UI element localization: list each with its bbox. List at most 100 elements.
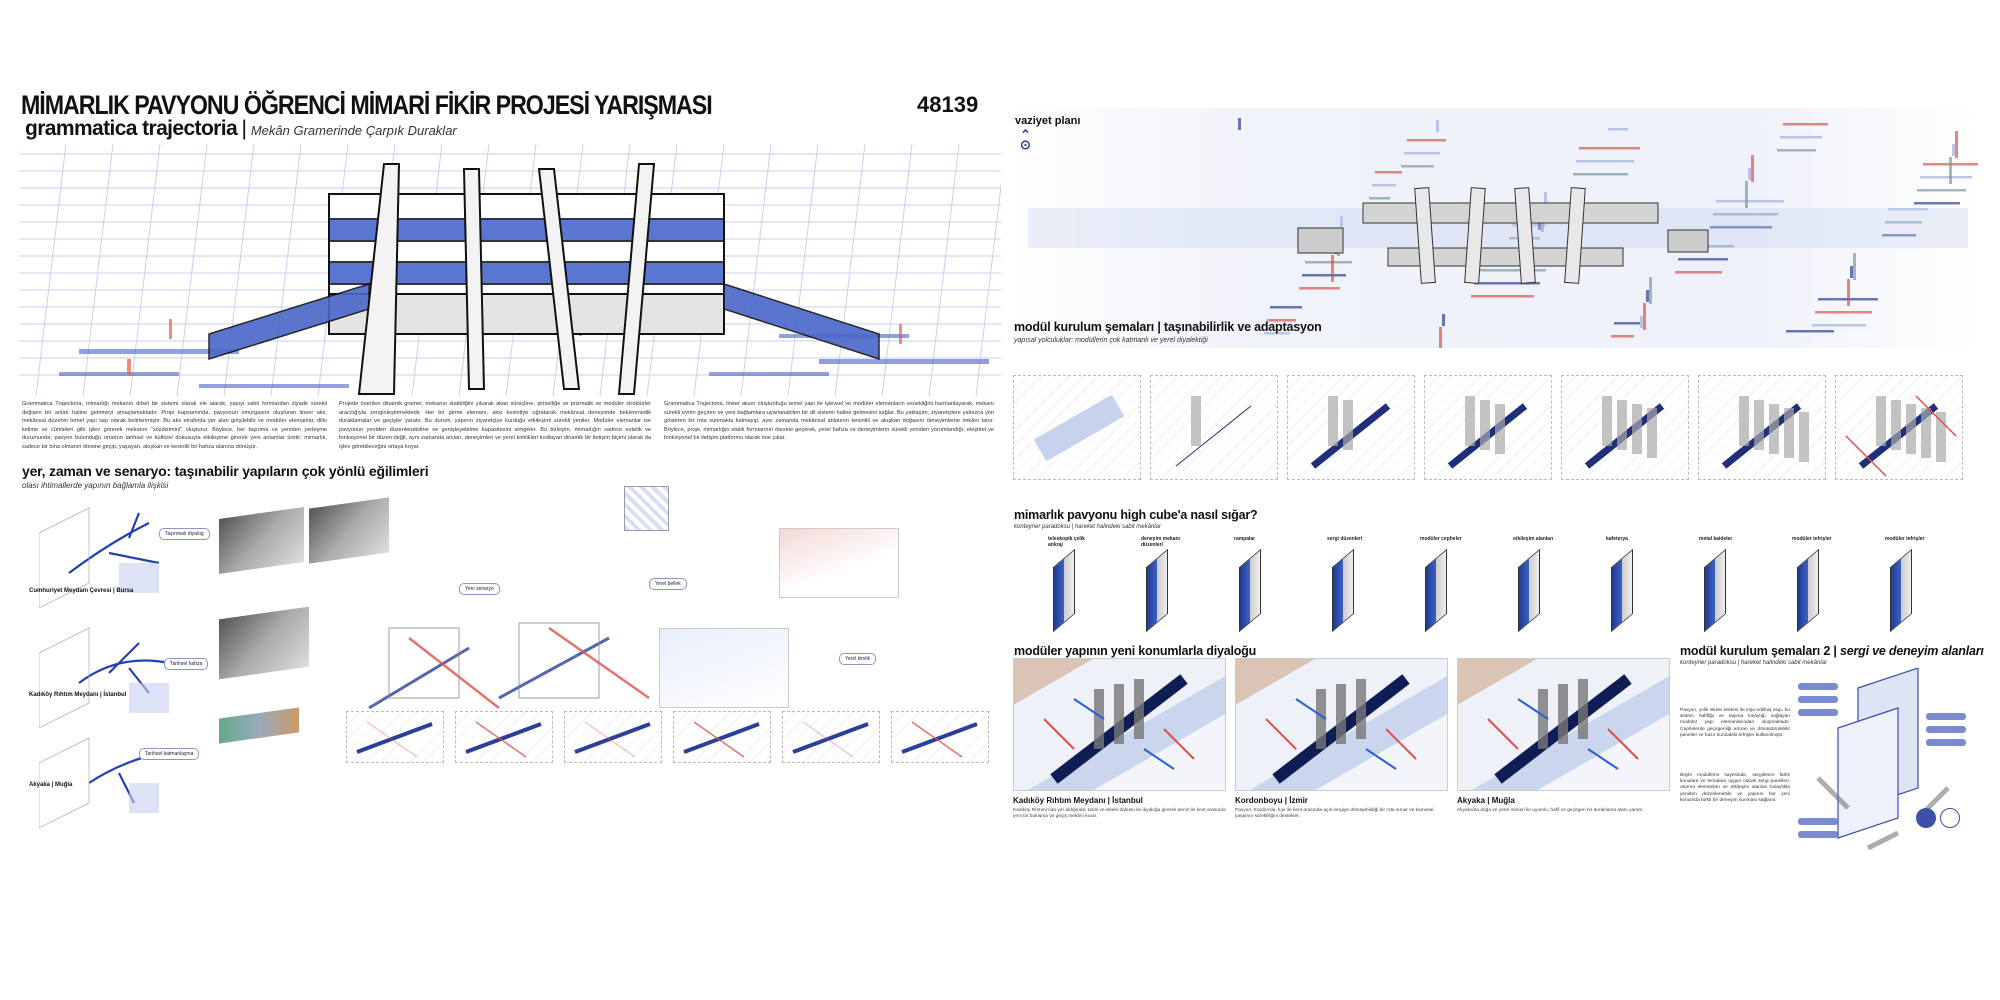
container-module [1053, 548, 1075, 633]
project-name: grammatica trajectoria [25, 117, 238, 140]
tag-label: Tarihsel hafıza [164, 658, 209, 670]
tower-plans [1414, 187, 1586, 284]
site-element [1853, 253, 1856, 280]
high-cube-title: mimarlık pavyonu high cube'a nasıl sığar… [1014, 508, 1258, 522]
site-element [1713, 213, 1778, 216]
paragraph-text: Grammatica Trajectoria, mimarlığı mekanı… [22, 401, 327, 450]
location-render [1457, 658, 1670, 791]
site-plan-title: vaziyet planı [1015, 115, 1081, 127]
page-indicator-inactive[interactable] [1940, 808, 1960, 828]
site-element [1777, 149, 1816, 152]
exhibit-subtitle: konteyner paradoksu | hareket halindeki … [1680, 660, 1827, 666]
site-element [1573, 173, 1628, 176]
grid-line [740, 144, 772, 396]
location-caption: Kadıköy Rıhtım Meydanı | İstanbul [1013, 796, 1143, 805]
intro-paragraph-3: Grammatica Trajectoria, lineer aksın olu… [664, 400, 994, 443]
site-element [1477, 269, 1546, 272]
step-drawing [1033, 394, 1125, 462]
assembly-step-6 [1698, 375, 1826, 480]
site-element [1471, 295, 1534, 298]
scenario-thumbnail [891, 711, 989, 763]
container-module [1332, 548, 1354, 633]
site-plan-background [1008, 108, 1978, 348]
thumbnail-drawing [356, 721, 433, 758]
pattern-diagram [624, 486, 669, 531]
grid-line [881, 144, 913, 396]
site-element [1812, 324, 1866, 327]
location-description: Akyaka'da doğa ve yerel mimari ile uyuml… [1457, 808, 1644, 813]
thumbnail-drawing [683, 721, 760, 758]
site-element [1748, 168, 1751, 180]
exhibit-paragraph-2: Böyle modüllerin sayesinde, sergilenen f… [1680, 773, 1790, 804]
assembly-step-4 [1424, 375, 1552, 480]
location-render [1235, 658, 1448, 791]
pavilion-plan [1297, 202, 1709, 267]
site-element [1439, 327, 1442, 348]
exhibit-exploded-axonometric [1798, 668, 1966, 851]
site-element [1649, 277, 1652, 304]
scenario-thumbnail [346, 711, 444, 763]
assembly-step-3 [1287, 375, 1415, 480]
site-element [1576, 160, 1634, 163]
location-label-bursa: Cumhuriyet Meydanı Çevresi | Bursa [29, 588, 134, 594]
site-element [1302, 274, 1346, 277]
site-element [1608, 128, 1628, 131]
site-element [1340, 216, 1343, 228]
site-element [1920, 176, 1972, 179]
container-module [1518, 548, 1540, 633]
site-element [1710, 226, 1772, 229]
site-element [1847, 279, 1850, 306]
project-subtitle: Mekân Gramerinde Çarpık Duraklar [250, 123, 457, 138]
site-element [1850, 266, 1853, 278]
container-module [1890, 548, 1912, 633]
project-heading: grammatica trajectoria | Mekân Gramerind… [25, 117, 457, 141]
scenario-thumbnail [455, 711, 553, 763]
container-module [1239, 548, 1261, 633]
location-description: Pavyon, Kordon'da, kıyı ile kent arasınd… [1235, 808, 1434, 819]
assembly-step-1 [1013, 375, 1141, 480]
tag-label: Yerel kimlik [839, 653, 877, 665]
entry-number: 48139 [917, 92, 979, 117]
step-drawing [1845, 395, 1957, 477]
location-render [1013, 658, 1226, 791]
site-element [1675, 271, 1722, 274]
site-element [1267, 319, 1296, 322]
assembly-step-2 [1150, 375, 1278, 480]
step-drawing [1175, 396, 1252, 467]
location-description: Kadıköy Rıhtımı'nda yer aldığında, tarih… [1013, 808, 1226, 819]
tag-label: Tarihsel katmanlaşma [139, 748, 200, 760]
location-caption: Akyaka | Muğla [1457, 796, 1515, 805]
section-title: yer, zaman ve senaryo: taşınabilir yapıl… [22, 463, 429, 479]
container-label: rampalar [1234, 536, 1256, 542]
exploded-axonometric [368, 622, 650, 710]
site-element [1436, 120, 1439, 132]
historic-photo [219, 707, 299, 744]
scenario-thumbnail [782, 711, 880, 763]
render-drawing [1043, 674, 1195, 784]
site-plan-drawing [1028, 118, 1978, 348]
grid-line [834, 144, 866, 396]
site-element [1646, 290, 1649, 302]
site-element [1331, 255, 1334, 282]
site-element [1640, 316, 1643, 328]
container-module [1611, 548, 1633, 633]
thumbnail-drawing [792, 721, 869, 758]
interior-render [779, 528, 899, 598]
site-element [1914, 202, 1960, 205]
render-drawing [1487, 674, 1639, 784]
step-drawing [1584, 396, 1665, 469]
container-label: metal kaideler [1699, 536, 1733, 542]
right-poster: vaziyet planı ⌃⊙ modül kurulum şemaları … [1008, 108, 1984, 851]
historic-photo [219, 507, 304, 574]
site-element [1407, 139, 1446, 142]
site-element [1299, 287, 1340, 290]
step-drawing [1310, 396, 1391, 469]
page-indicator-active[interactable] [1916, 808, 1936, 828]
site-element [1270, 306, 1302, 309]
location-map-sketches [39, 507, 170, 829]
site-element [1780, 136, 1822, 139]
paragraph-text: Pavyon, çelik iskele sistemi ile inşa ed… [1680, 708, 1790, 738]
historic-photo [309, 497, 389, 564]
site-element [1745, 181, 1748, 208]
north-arrow-icon: ⌃⊙ [1020, 127, 1031, 152]
